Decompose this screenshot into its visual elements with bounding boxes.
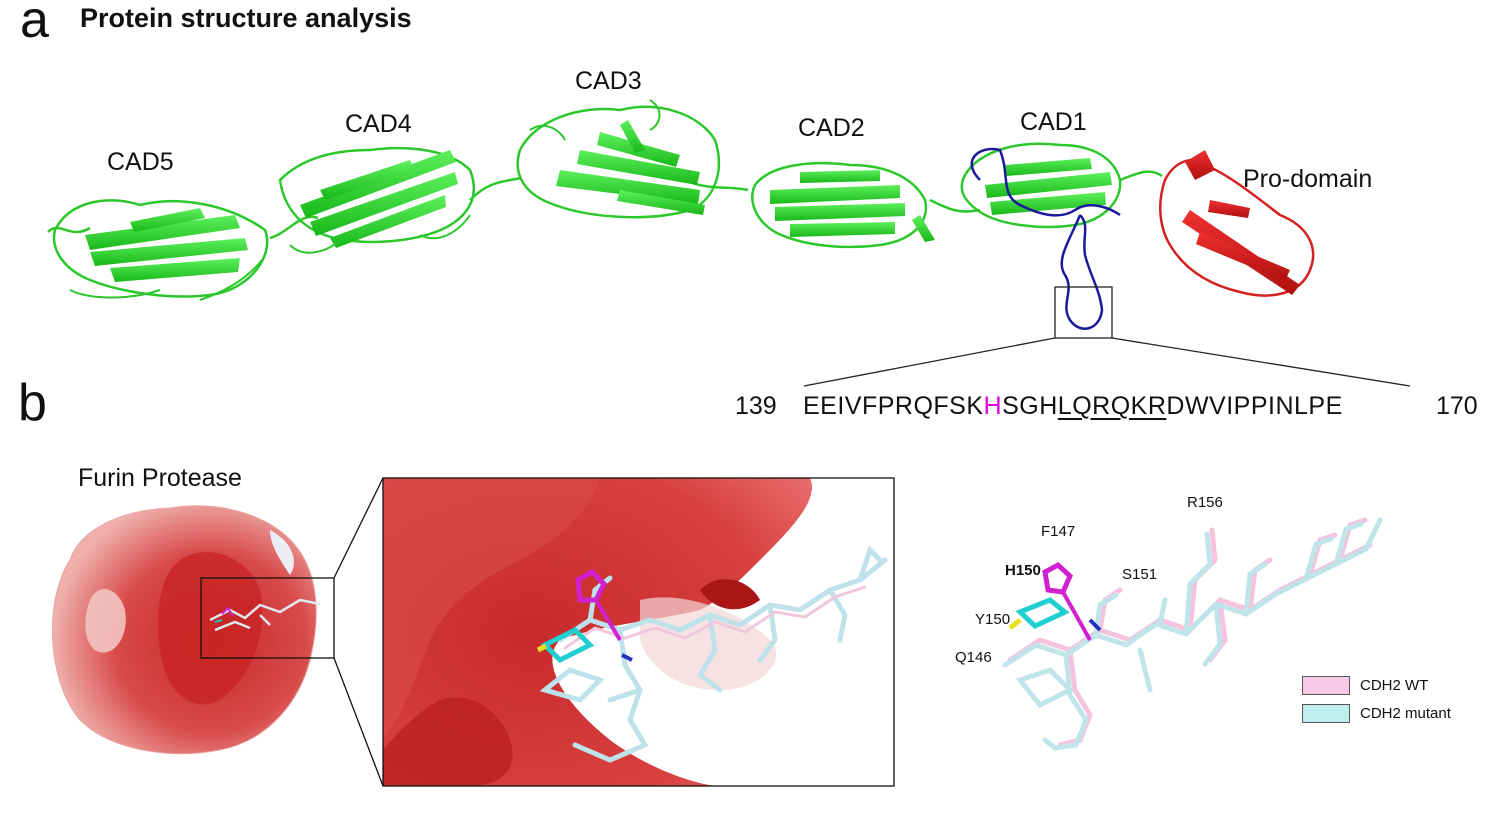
cad5-domain [52, 199, 269, 301]
furin-protease-label: Furin Protease [78, 464, 242, 492]
legend-item-wt: CDH2 WT [1302, 676, 1451, 695]
sequence-part-1: EEIVFPRQFSK [803, 392, 984, 420]
sequence-start-number: 139 [735, 392, 777, 420]
domain-label-cad5: CAD5 [107, 148, 174, 176]
panel-b-letter: b [18, 374, 47, 432]
sequence-highlight-residue: H [983, 392, 1003, 420]
sequence-text: EEIVFPRQFSKHSGHLQRQKRDWVIPPINLPE [803, 392, 1343, 421]
residue-label-q146: Q146 [955, 649, 992, 666]
legend-label-mutant: CDH2 mutant [1360, 705, 1451, 722]
residue-label-f147: F147 [1041, 523, 1076, 540]
panel-a-title: Protein structure analysis [80, 3, 412, 33]
panel-a-letter: a [20, 0, 49, 49]
domain-label-cad1: CAD1 [1020, 108, 1087, 136]
sequence-zoom-box [1054, 286, 1113, 339]
furin-zoom-box [200, 577, 335, 659]
cad3-domain [516, 99, 720, 219]
domain-label-cad3: CAD3 [575, 67, 642, 95]
cad2-domain [751, 161, 935, 249]
callout-line-left [803, 337, 1056, 387]
furin-callout-top [333, 477, 384, 579]
residue-label-h150: H150 [1005, 562, 1041, 579]
legend: CDH2 WT CDH2 mutant [1302, 676, 1451, 723]
legend-item-mutant: CDH2 mutant [1302, 704, 1451, 723]
domain-label-cad2: CAD2 [798, 114, 865, 142]
domain-label-pro-domain: Pro-domain [1243, 165, 1373, 193]
legend-swatch-wt [1302, 676, 1350, 695]
furin-callout-bottom [333, 657, 384, 787]
sequence-end-number: 170 [1436, 392, 1478, 420]
callout-line-right [1111, 337, 1411, 387]
pro-domain [1159, 150, 1315, 297]
linker-backbone [47, 170, 1163, 240]
furin-surface [51, 505, 321, 755]
residue-label-y150: Y150 [975, 611, 1011, 628]
domain-label-cad4: CAD4 [345, 110, 412, 138]
legend-swatch-mutant [1302, 704, 1350, 723]
residue-label-s151: S151 [1122, 566, 1158, 583]
cad1-domain [960, 142, 1122, 330]
residue-label-r156: R156 [1187, 494, 1223, 511]
sequence-part-3: DWVIPPINLPE [1166, 392, 1343, 420]
sequence-part-2: SGH [1002, 392, 1058, 420]
cad4-domain [278, 146, 476, 254]
wt-mutant-overlay [1002, 517, 1383, 751]
legend-label-wt: CDH2 WT [1360, 677, 1429, 694]
binding-pocket-zoom [382, 477, 895, 787]
sequence-cleavage-site: LQRQKR [1057, 392, 1167, 420]
